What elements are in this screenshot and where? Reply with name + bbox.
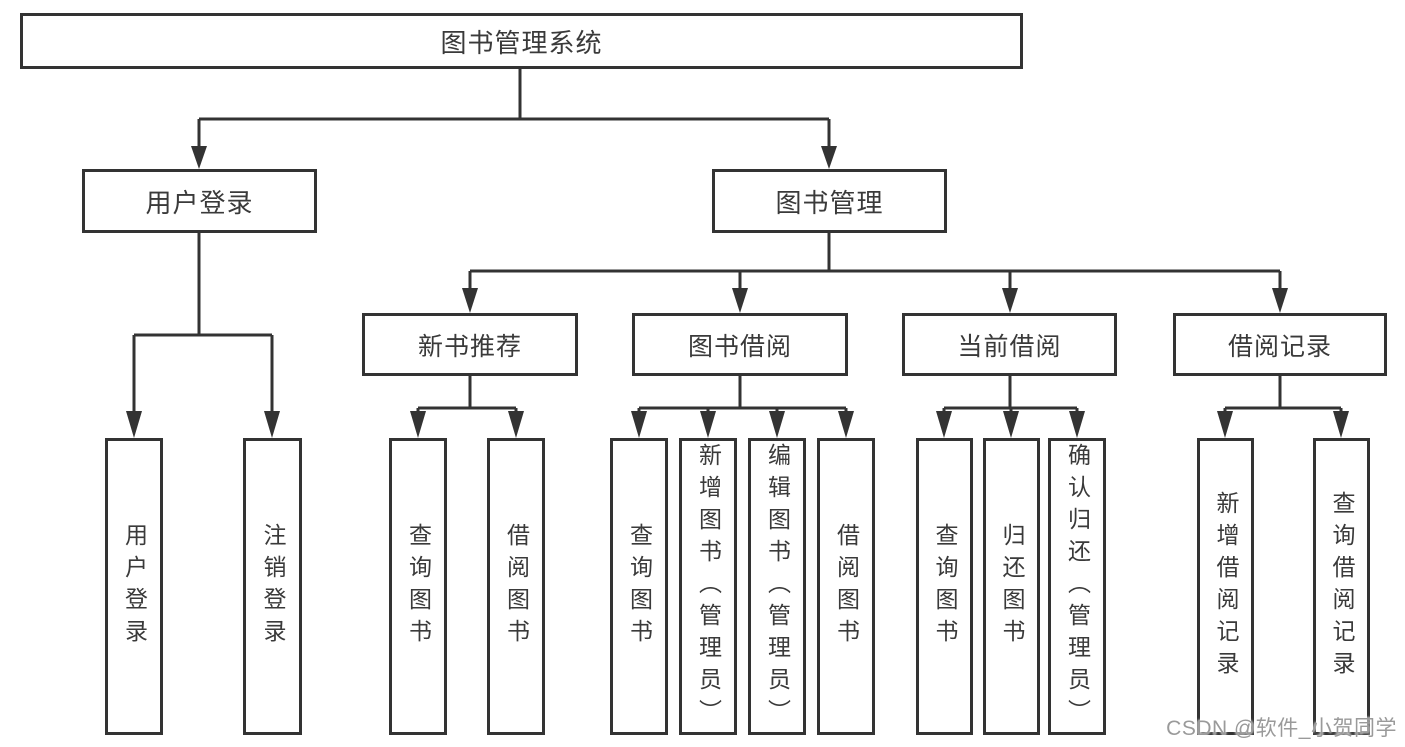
arrow-down-icon (1333, 411, 1349, 438)
arrow-down-icon (1002, 288, 1018, 313)
leaf-logout: 注销登录 (243, 438, 302, 735)
node-borrowing-records: 借阅记录 (1173, 313, 1387, 376)
node-book-borrowing: 图书借阅 (632, 313, 848, 376)
csdn-watermark: CSDN @软件_小贺同学 (1166, 717, 1397, 740)
arrow-down-icon (508, 411, 524, 438)
connector-root-to-level2 (197, 69, 831, 147)
leaf-borrow-books: 借阅图书 (487, 438, 545, 735)
leaf-query-books: 查询图书 (389, 438, 447, 735)
node-new-book-recommendation: 新书推荐 (362, 313, 578, 376)
node-current-borrowing: 当前借阅 (902, 313, 1117, 376)
node-user-login: 用户登录 (82, 169, 317, 233)
arrow-down-icon (1003, 411, 1019, 438)
arrow-down-icon (264, 411, 280, 438)
arrow-down-icon (821, 146, 837, 169)
leaf-return-books: 归还图书 (983, 438, 1040, 735)
arrow-down-icon (191, 146, 207, 169)
connector-new-book-rec-to-children (416, 376, 518, 413)
leaf-query-books: 查询图书 (610, 438, 668, 735)
connector-user-login-to-children (132, 233, 274, 413)
connector-borrow-record-to-children (1223, 376, 1343, 413)
arrow-down-icon (126, 411, 142, 438)
node-book-management: 图书管理 (712, 169, 947, 233)
leaf-borrow-books: 借阅图书 (817, 438, 875, 735)
arrow-down-icon (410, 411, 426, 438)
node-root-system: 图书管理系统 (20, 13, 1023, 69)
arrow-down-icon (936, 411, 952, 438)
leaf-query-borrow-record: 查询借阅记录 (1313, 438, 1370, 735)
arrow-down-icon (732, 288, 748, 313)
arrow-down-icon (462, 288, 478, 313)
arrow-down-icon (1069, 411, 1085, 438)
arrow-down-icon (631, 411, 647, 438)
leaf-confirm-return-admin: 确认归还（管理员） (1048, 438, 1106, 735)
leaf-edit-books-admin: 编辑图书（管理员） (748, 438, 806, 735)
connector-current-borrow-to-children (942, 376, 1079, 413)
leaf-add-borrow-record: 新增借阅记录 (1197, 438, 1254, 735)
arrow-down-icon (1272, 288, 1288, 313)
leaf-user-login: 用户登录 (105, 438, 163, 735)
leaf-query-books: 查询图书 (916, 438, 973, 735)
arrow-down-icon (700, 411, 716, 438)
connector-book-mgmt-to-level3 (468, 233, 1282, 290)
arrow-down-icon (838, 411, 854, 438)
connector-book-borrow-to-children (637, 376, 848, 413)
arrow-down-icon (769, 411, 785, 438)
arrow-down-icon (1217, 411, 1233, 438)
leaf-add-books-admin: 新增图书（管理员） (679, 438, 737, 735)
